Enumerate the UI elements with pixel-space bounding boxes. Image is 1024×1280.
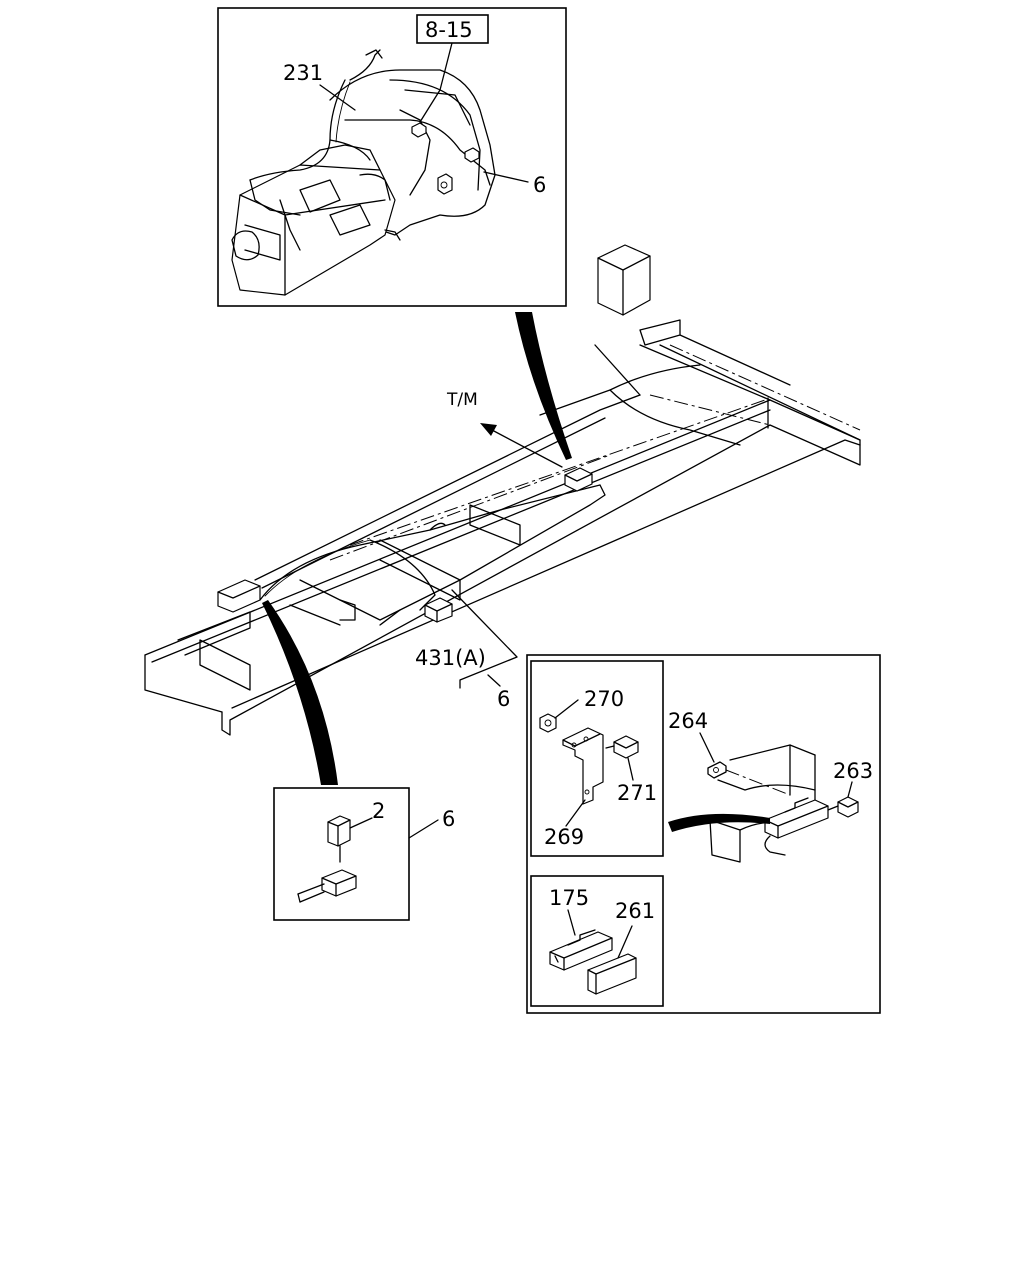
leader-431a	[451, 589, 518, 689]
leader-175	[567, 909, 576, 936]
pointer-arrow-top	[515, 312, 572, 460]
callout-2: 2	[372, 799, 385, 823]
callout-270: 270	[584, 687, 624, 711]
leader-8-15	[419, 42, 453, 123]
relay-drawing	[297, 815, 357, 903]
callout-6-mid: 6	[497, 687, 510, 711]
transmission-drawing	[231, 49, 496, 296]
callout-175: 175	[549, 886, 589, 910]
leader-6-mid	[487, 674, 501, 687]
callout-264: 264	[668, 709, 708, 733]
callout-261: 261	[615, 899, 655, 923]
ref-8-15: 8-15	[425, 18, 473, 42]
pointer-arrow-lamp	[668, 813, 770, 832]
leader-231	[319, 84, 356, 111]
callout-231: 231	[283, 61, 323, 85]
tm-direction-arrow	[480, 423, 563, 468]
callout-6-left: 6	[442, 807, 455, 831]
callout-269: 269	[544, 825, 584, 849]
leader-2	[349, 817, 373, 829]
pointer-arrow-left	[262, 600, 338, 785]
leader-261	[617, 925, 633, 959]
leader-269	[565, 799, 586, 827]
leader-6-left	[408, 819, 439, 839]
callout-271: 271	[617, 781, 657, 805]
callout-263: 263	[833, 759, 873, 783]
inset-relay	[273, 787, 410, 921]
lamp-drawing	[549, 929, 637, 995]
leader-263	[847, 781, 853, 798]
leader-264	[699, 732, 715, 763]
leader-270	[554, 699, 579, 719]
callout-6-top: 6	[533, 173, 546, 197]
callout-431a: 431(A)	[415, 646, 486, 670]
leader-271	[627, 757, 634, 781]
wire-harness	[259, 467, 606, 626]
tm-label: T/M	[446, 390, 478, 410]
leader-6-top	[483, 171, 529, 183]
ref-box-8-15	[416, 14, 489, 44]
bracket-drawing	[539, 713, 639, 805]
